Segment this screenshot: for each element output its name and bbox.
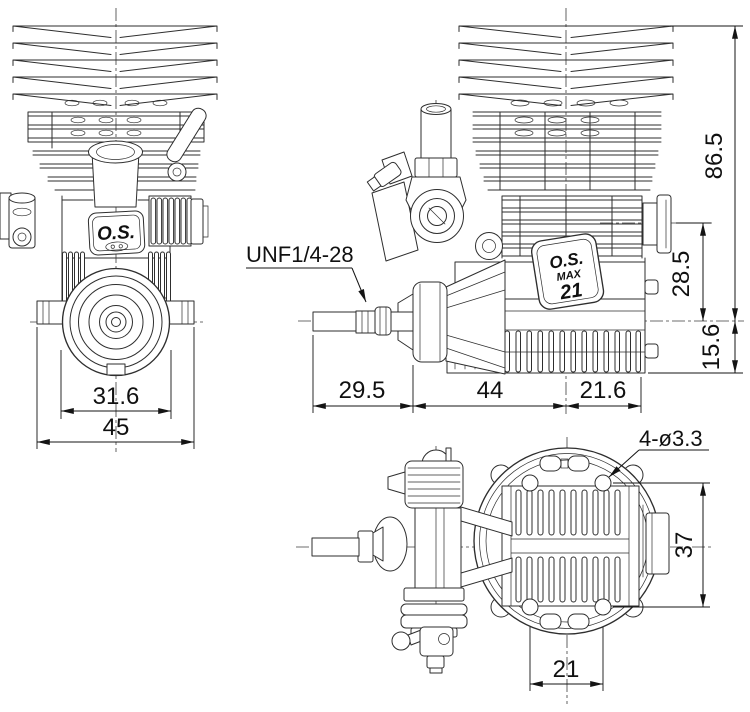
front-pressure-fitting [0,192,36,249]
front-bottom-key [106,363,126,376]
top-fin-block [501,485,640,607]
front-view: O.S. 31.6 45 [0,8,218,452]
side-fin-vent-holes [510,99,629,137]
front-carburetor [88,107,207,208]
front-exhaust-ribs [148,195,209,247]
side-intake-tube [420,108,452,159]
top-carburetor [387,447,468,674]
side-carb-nut [414,157,458,178]
side-exhaust-outlet [642,194,672,254]
holes-label: 4-ø3.3 [639,426,703,451]
front-os-logo-text: O.S. [97,222,136,245]
holes-leader [608,449,640,478]
side-view: O.S. MAX 21 UNF1/4-28 29.5 44 21.6 86.5 … [246,8,744,414]
front-venturi-inner [96,144,135,160]
front-bearing-circles [61,267,171,377]
side-logo-plate: O.S. MAX 21 [530,233,605,310]
top-crankshaft [311,516,408,572]
side-carburetor [366,103,503,262]
side-fuel-nipple [366,161,402,192]
front-dimensions: 31.6 45 [36,327,195,449]
top-shaft [311,537,360,557]
top-mount-holes [521,474,612,616]
dim-label-21-6: 21.6 [580,377,627,404]
dim-label-45: 45 [103,414,130,441]
front-logo-plate: O.S. [87,210,146,256]
top-head-details [521,455,612,630]
dim-label-86-5: 86.5 [701,133,728,180]
dim-label-29-5: 29.5 [339,377,386,404]
side-logo-max: MAX [556,268,583,284]
front-logo-oval [105,241,129,252]
dim-label-15-6: 15.6 [698,324,725,371]
side-cylinder-fins [472,111,662,191]
front-throttle-lever [166,107,207,182]
top-view: 4-ø3.3 37 21 [296,426,714,704]
front-fin-vent-holes [64,99,168,137]
side-rear-tab-lower [644,343,659,359]
side-shaft [312,311,358,332]
thread-label: UNF1/4-28 [246,242,354,267]
top-rear-boss [642,504,670,578]
top-throttle-linkage [391,626,454,674]
dim-label-37: 37 [671,532,698,559]
top-dimensions: 4-ø3.3 37 21 [529,426,710,687]
side-logo-21: 21 [558,279,584,304]
side-idle-screw [475,232,503,260]
thread-leader [351,267,367,303]
side-crankshaft [312,259,506,375]
dim-label-28-5: 28.5 [668,251,695,298]
dim-label-44: 44 [477,377,504,404]
side-drive-washer [412,281,448,363]
dim-label-31-6: 31.6 [93,383,140,410]
side-rear-tab-upper [644,279,659,295]
side-shaft-thread [355,310,376,334]
dim-label-21: 21 [553,656,580,683]
side-dimensions: UNF1/4-28 29.5 44 21.6 86.5 28.5 15.6 [246,25,743,413]
side-head-fins [458,25,674,259]
